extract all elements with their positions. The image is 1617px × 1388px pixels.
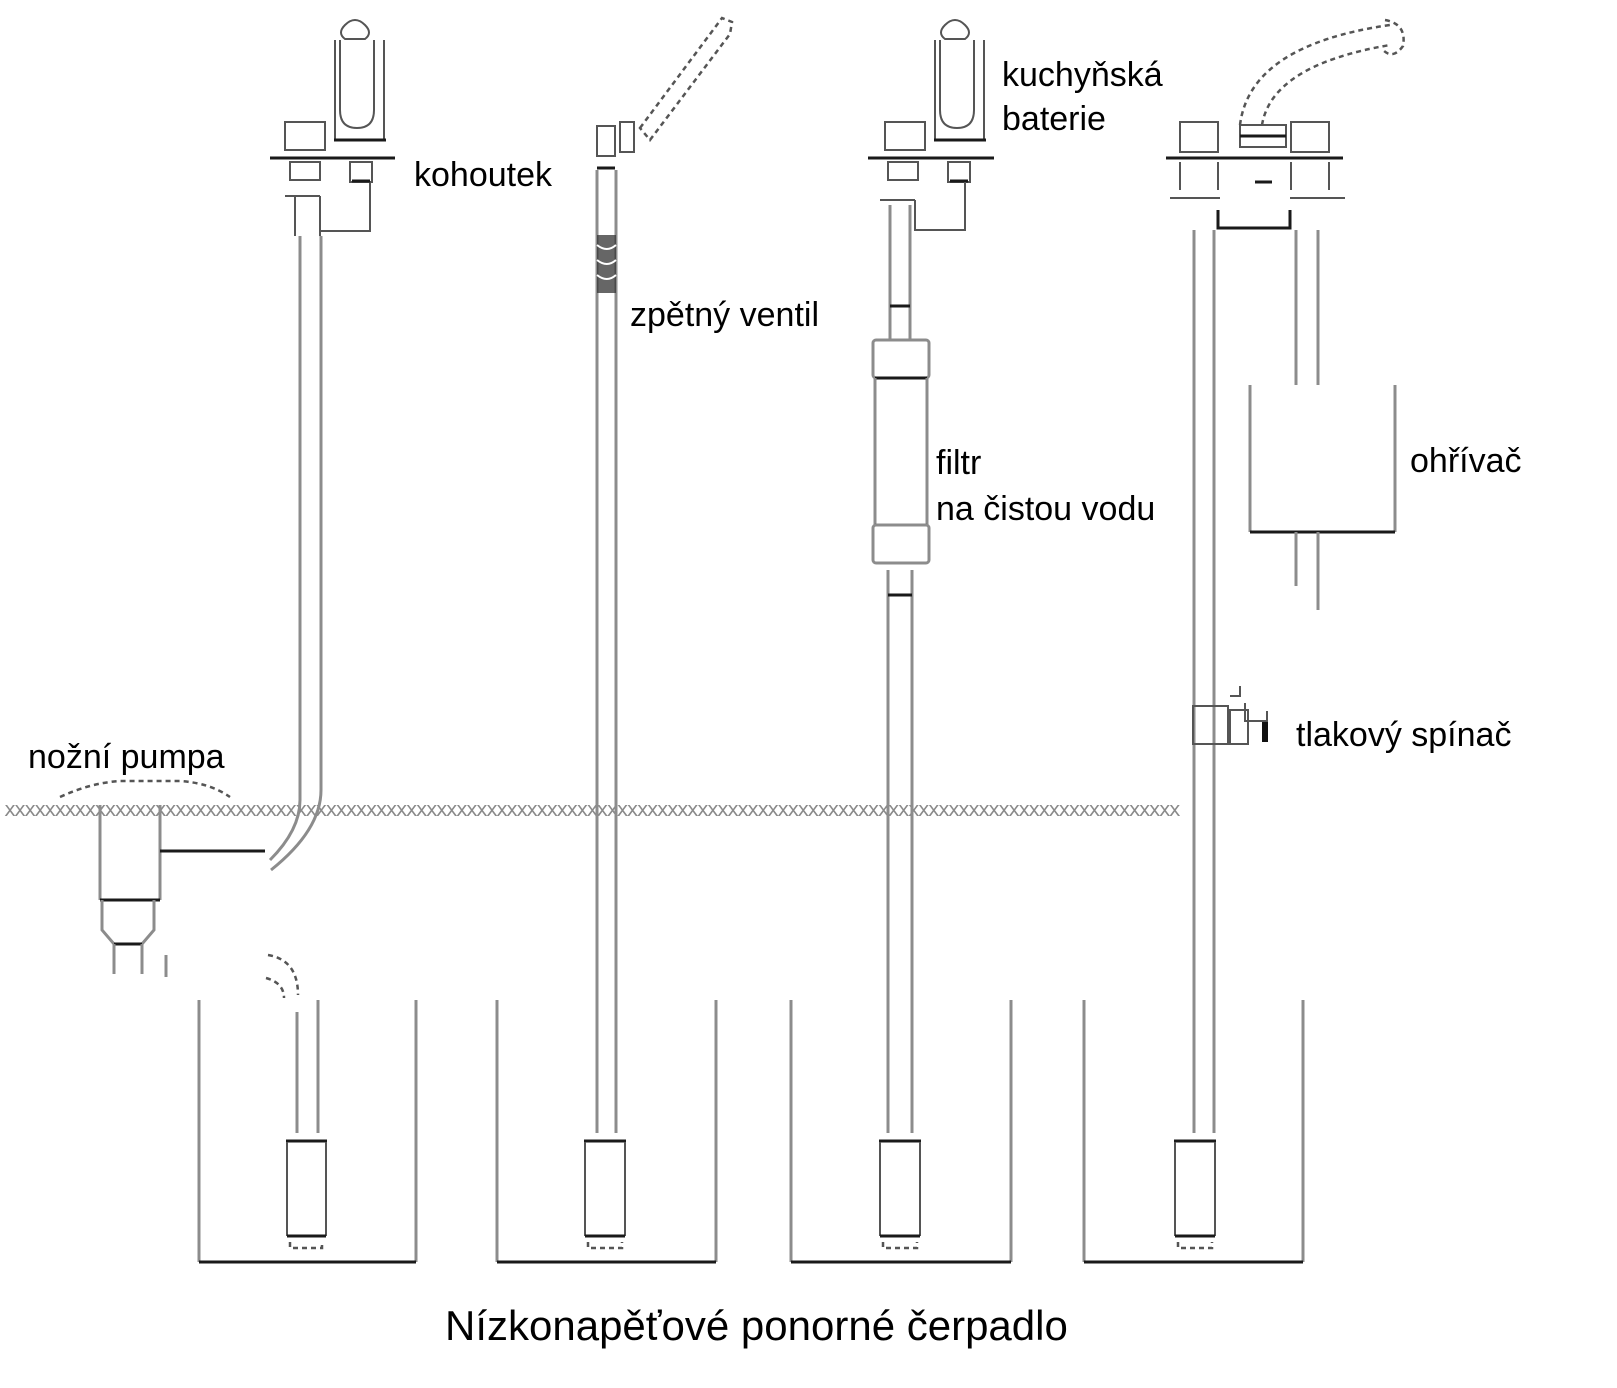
label-kuchynska: kuchyňská bbox=[1002, 56, 1163, 94]
hand-pump-handle-icon bbox=[596, 16, 734, 170]
diagram-title: Nízkonapěťové ponorné čerpadlo bbox=[445, 1302, 1068, 1349]
label-baterie: baterie bbox=[1002, 100, 1106, 138]
setup-shower-heater: ohřívač tlakový spínač bbox=[1082, 18, 1522, 1264]
faucet-icon bbox=[270, 19, 395, 236]
label-tlakovy-spinac: tlakový spínač bbox=[1296, 716, 1511, 754]
pressure-switch-icon bbox=[1192, 686, 1268, 745]
check-valve-icon bbox=[596, 235, 617, 293]
submersible-pump-icon bbox=[584, 1139, 626, 1250]
ground-hatch: xxxxxxxxxxxxxxxxxxxxxxxxxxxxxxxxxxxxxxxx… bbox=[4, 797, 1181, 821]
label-filtr: filtr bbox=[936, 444, 981, 482]
water-heater-icon bbox=[1248, 385, 1397, 534]
label-kohoutek: kohoutek bbox=[414, 156, 553, 194]
setup-faucet-foot-pump: kohoutek nožní pumpa bbox=[28, 19, 553, 1264]
label-na-cistou-vodu: na čistou vodu bbox=[936, 490, 1155, 528]
well-2 bbox=[495, 1000, 718, 1264]
submersible-pump-icon bbox=[1174, 1139, 1216, 1250]
setup-kitchen-mixer-filter: kuchyňská baterie filtr na čistou vodu bbox=[789, 19, 1163, 1264]
shower-mixer-icon bbox=[1166, 18, 1405, 230]
well-1 bbox=[197, 1000, 418, 1264]
label-nozni-pumpa: nožní pumpa bbox=[28, 738, 225, 776]
water-filter-icon bbox=[871, 338, 931, 565]
submersible-pump-icon bbox=[286, 1139, 327, 1250]
label-zpetny-ventil: zpětný ventil bbox=[630, 296, 819, 334]
label-ohrivac: ohřívač bbox=[1410, 442, 1522, 480]
submersible-pump-icon bbox=[879, 1139, 921, 1250]
well-3 bbox=[789, 1000, 1013, 1264]
ground-line: xxxxxxxxxxxxxxxxxxxxxxxxxxxxxxxxxxxxxxxx… bbox=[4, 797, 1183, 821]
foot-pump-icon bbox=[59, 779, 265, 977]
kitchen-faucet-icon bbox=[868, 19, 994, 231]
setup-hand-pump-check-valve: zpětný ventil bbox=[495, 16, 819, 1264]
well-4 bbox=[1082, 1000, 1305, 1264]
